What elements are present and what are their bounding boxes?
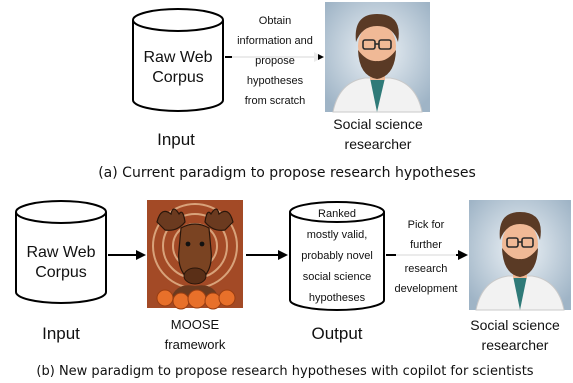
arrow-text-line: research xyxy=(405,263,448,275)
arrow-text-line: hypotheses xyxy=(247,75,304,87)
output-text-line: probably novel xyxy=(301,250,373,262)
output-label: Output xyxy=(311,324,362,343)
output-text-line: hypotheses xyxy=(309,292,366,304)
raw-web-corpus-database-icon xyxy=(132,8,224,112)
arrow-text-line: information and xyxy=(237,35,313,47)
researcher-avatar-icon xyxy=(469,200,571,311)
input-label: Input xyxy=(157,130,195,149)
panel-b: Raw Web Corpus Input MOOSE framework xyxy=(15,200,571,379)
database-label-line2: Corpus xyxy=(152,69,204,86)
arrow-text-line: Pick for xyxy=(408,219,445,231)
researcher-label-line2: researcher xyxy=(482,337,549,353)
output-database-icon xyxy=(289,201,385,311)
arrow-text-line: further xyxy=(410,239,442,251)
researcher-label-line1: Social science xyxy=(333,116,423,132)
arrow-annotation: Pick for further research development xyxy=(395,212,458,298)
input-label: Input xyxy=(42,324,80,343)
arrow-text-line: Obtain xyxy=(259,15,291,27)
output-text-line: mostly valid, xyxy=(307,229,368,241)
database-label-line1: Raw Web xyxy=(143,49,212,66)
moose-framework-icon xyxy=(147,200,243,310)
arrow-text-line: development xyxy=(395,283,458,295)
researcher-label-line1: Social science xyxy=(470,317,560,333)
caption-b: (b) New paradigm to propose research hyp… xyxy=(36,364,533,379)
researcher-label-line2: researcher xyxy=(345,136,412,152)
moose-label-line1: MOOSE xyxy=(171,317,220,332)
researcher-avatar-icon xyxy=(325,2,430,113)
panel-a: Raw Web Corpus Input Obtain information … xyxy=(98,2,476,181)
database-label-line2: Corpus xyxy=(35,264,87,281)
arrow-text-line: from scratch xyxy=(245,95,306,107)
caption-a: (a) Current paradigm to propose research… xyxy=(98,165,476,181)
arrow-text-line: propose xyxy=(255,55,295,67)
output-text-line: Ranked xyxy=(318,208,356,220)
arrow-annotation: Obtain information and propose hypothese… xyxy=(232,8,318,111)
moose-label-line2: framework xyxy=(165,337,226,352)
database-label-line1: Raw Web xyxy=(26,244,95,261)
output-text-line: social science xyxy=(303,271,371,283)
raw-web-corpus-database-icon xyxy=(15,200,107,304)
